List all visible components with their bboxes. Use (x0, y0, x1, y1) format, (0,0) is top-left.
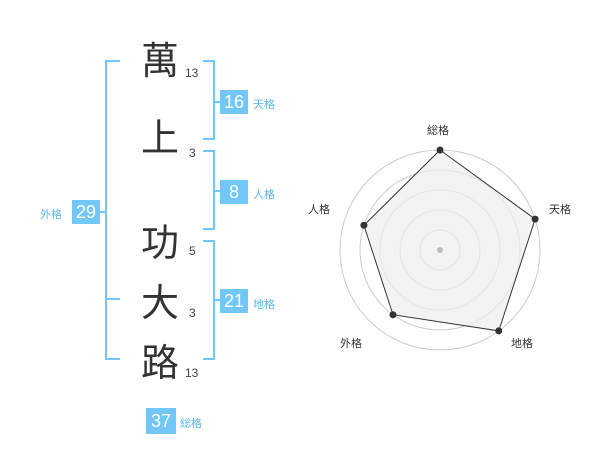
radar-point-0 (436, 146, 444, 154)
radar-center (437, 247, 443, 253)
radar-point-3 (389, 311, 397, 319)
name-char-1: 萬 (141, 39, 180, 83)
tenkaku-value-box: 16 (220, 90, 248, 114)
radar-point-2 (495, 327, 503, 335)
gaikaku-label: 外格 (40, 208, 62, 221)
stroke-count-4: 3 (189, 306, 196, 320)
name-char-2: 上 (141, 116, 180, 160)
chikaku-value-box: 21 (220, 289, 248, 313)
jinkaku-value-box: 8 (220, 180, 248, 204)
stroke-count-3: 5 (189, 244, 196, 258)
name-char-4: 大 (141, 281, 180, 325)
name-char-3: 功 (141, 221, 180, 265)
radar-label-tenkaku: 天格 (549, 203, 571, 216)
tenkaku-label: 天格 (253, 98, 275, 111)
radar-label-gaikaku: 外格 (340, 337, 362, 350)
stroke-count-1: 13 (185, 66, 199, 80)
chikaku-label: 地格 (253, 298, 275, 311)
stroke-count-2: 3 (189, 146, 196, 160)
radar-label-soukaku: 総格 (427, 124, 449, 137)
name-char-5: 路 (141, 341, 180, 385)
gaikaku-value-box: 29 (72, 200, 100, 224)
radar-point-1 (531, 215, 539, 223)
jinkaku-label: 人格 (253, 188, 275, 201)
radar-label-jinkaku: 人格 (308, 203, 330, 216)
radar-label-chikaku: 地格 (511, 337, 533, 350)
radar-point-4 (360, 221, 368, 229)
stroke-count-5: 13 (185, 366, 199, 380)
soukaku-label: 総格 (180, 417, 202, 430)
radar-polygon (363, 149, 536, 332)
soukaku-value-box: 37 (146, 408, 176, 434)
